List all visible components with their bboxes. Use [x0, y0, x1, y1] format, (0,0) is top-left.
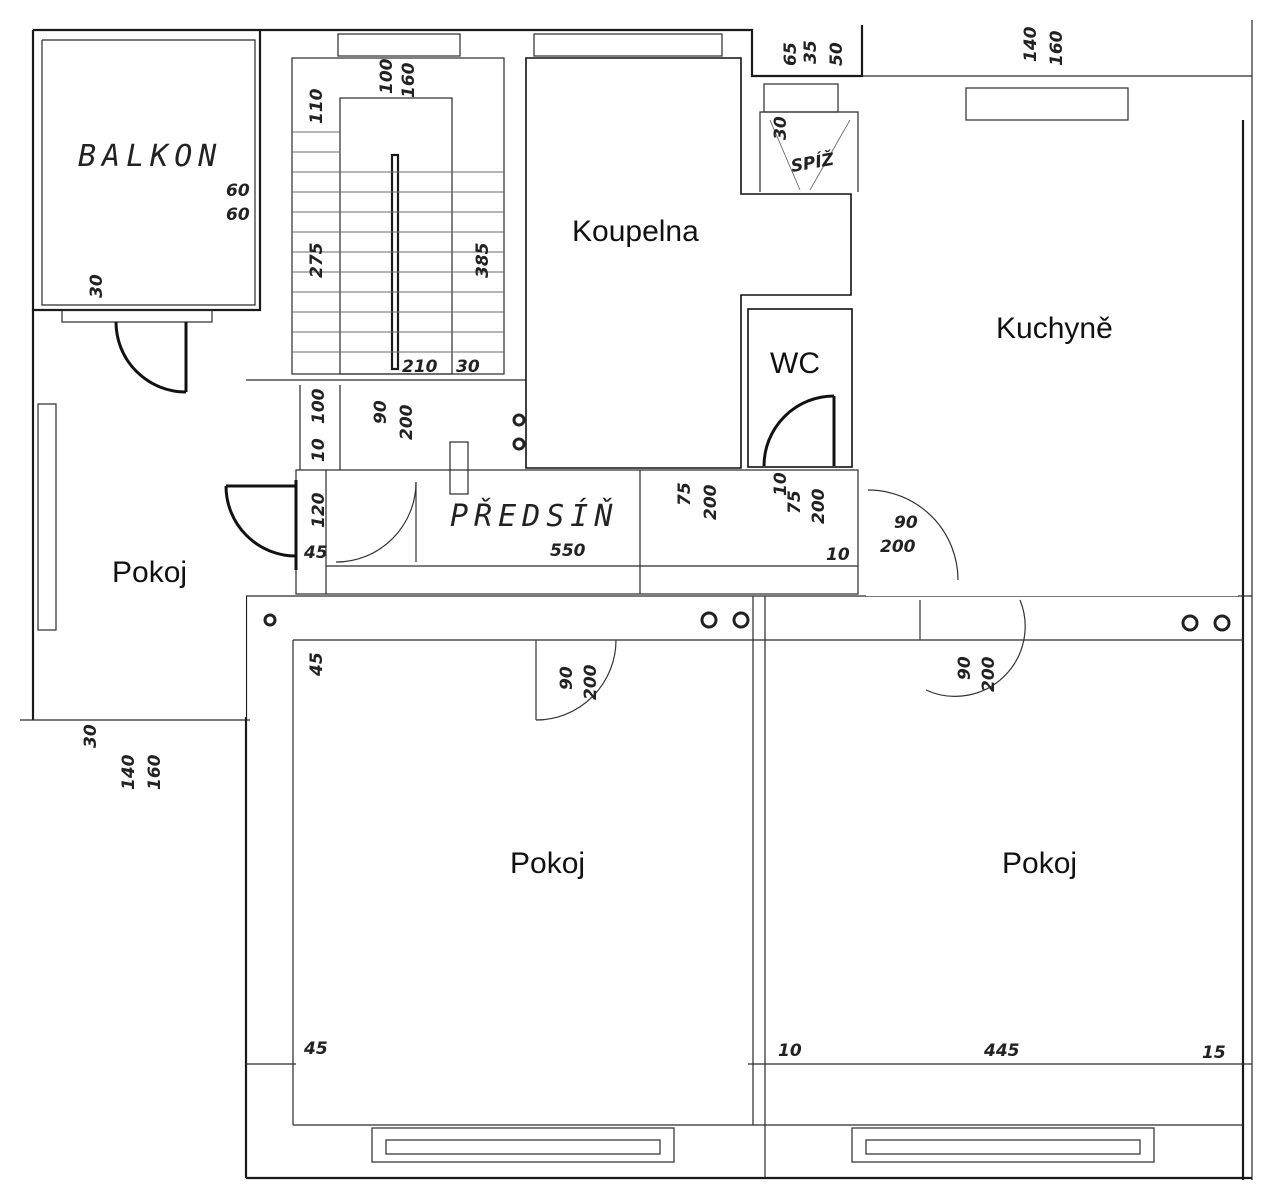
room-right-area	[770, 645, 1240, 1063]
dim-hall-120: 120	[309, 492, 329, 528]
pantry	[759, 111, 859, 192]
dim-top-50: 50	[827, 42, 847, 66]
dim-balkon-30: 30	[87, 274, 107, 298]
bathroom-outline	[525, 57, 852, 469]
dim-landing-100: 100	[309, 388, 329, 424]
dim-bath-200: 200	[701, 484, 721, 520]
room-label-wc: WC	[770, 347, 820, 380]
staircase	[246, 33, 723, 495]
room-label-left: Pokoj	[112, 556, 187, 589]
pantry-label: SPÍŽ	[789, 148, 836, 177]
dim-wc-10: 10	[771, 472, 791, 496]
dim-wc-200: 200	[809, 488, 829, 524]
room-middle-area	[296, 645, 748, 1065]
dim-kitchen-140: 140	[1021, 26, 1041, 62]
dim-mid-45: 45	[307, 652, 327, 677]
room-label-middle: Pokoj	[510, 847, 585, 880]
dim-left-140: 140	[119, 754, 139, 790]
hall-label: PŘEDSÍŇ	[450, 498, 618, 534]
dim-landing-90: 90	[371, 400, 391, 424]
dimensions: 60 60 30 30 140 160 110 100 160 275 385 …	[81, 26, 1226, 1063]
dim-top-35: 35	[801, 40, 821, 64]
room-labels: Koupelna WC Kuchyně Pokoj Pokoj Pokoj	[112, 215, 1113, 880]
dim-left-30: 30	[81, 724, 101, 748]
balcony-label: BALKON	[78, 139, 222, 174]
room-label-bathroom: Koupelna	[572, 215, 699, 248]
dim-bottom-445: 445	[983, 1041, 1020, 1061]
dim-landing-200: 200	[397, 404, 417, 440]
wc-outline	[747, 308, 853, 468]
dim-wc-75: 75	[785, 490, 805, 514]
dim-bottom-15: 15	[1202, 1043, 1226, 1063]
dim-stair-210: 210	[402, 357, 438, 377]
dim-hall-45: 45	[303, 543, 328, 563]
dim-stair-275: 275	[307, 243, 327, 279]
dim-mid-door-90: 90	[557, 666, 577, 690]
dim-bath-75: 75	[675, 482, 695, 506]
dim-top-65: 65	[781, 42, 801, 66]
kitchen-area	[866, 128, 1238, 596]
dim-right-door-90: 90	[955, 656, 975, 680]
dim-bottom-45: 45	[303, 1039, 328, 1059]
dim-door-90: 90	[894, 513, 918, 533]
dim-door-10: 10	[826, 545, 850, 565]
dim-door-200: 200	[880, 537, 916, 557]
dim-right-door-200: 200	[979, 656, 999, 692]
doors	[114, 321, 1026, 721]
dim-hall-550: 550	[550, 541, 586, 561]
dim-stair-30: 30	[456, 357, 480, 377]
dim-stair-160: 160	[399, 62, 419, 98]
room-label-kitchen: Kuchyně	[996, 312, 1113, 345]
dim-stair-385: 385	[473, 243, 493, 279]
dim-kitchen-160: 160	[1047, 30, 1067, 66]
dim-stair-110: 110	[307, 88, 327, 124]
dim-bottom-10: 10	[778, 1041, 802, 1061]
dim-hall-10: 10	[309, 438, 329, 462]
dim-spiz-30: 30	[771, 116, 791, 140]
dim-balkon-60b: 60	[226, 205, 250, 225]
dim-mid-door-200: 200	[581, 664, 601, 700]
room-left-area	[58, 325, 246, 717]
windows	[37, 83, 1155, 1163]
pipes	[263, 413, 1231, 632]
dim-left-160: 160	[145, 754, 165, 790]
dim-stair-100: 100	[377, 58, 397, 94]
room-label-right: Pokoj	[1002, 847, 1077, 880]
dim-balkon-60a: 60	[226, 181, 250, 201]
outer-walls	[20, 20, 1253, 1180]
